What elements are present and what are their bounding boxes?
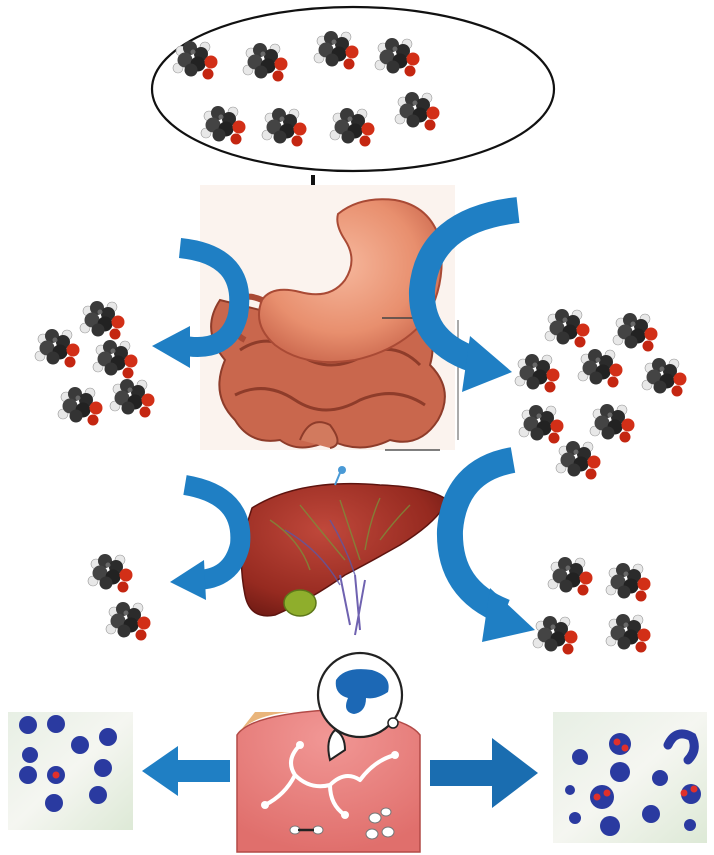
molecule-icon [80, 301, 125, 340]
left-molecule-pair [88, 554, 151, 641]
molecule-icon [606, 614, 651, 653]
molecule-icon [545, 309, 590, 348]
curved-arrow-icon [450, 460, 535, 642]
molecule-icon [88, 554, 133, 593]
molecule-icon [556, 441, 601, 480]
molecule-icon [578, 349, 623, 388]
cell-icon [237, 653, 420, 852]
right-outcome-panel [553, 712, 707, 843]
molecule-icon [515, 354, 560, 393]
left-outcome-panel [8, 712, 133, 830]
molecule-icon [35, 329, 80, 368]
molecule-icon [606, 563, 651, 602]
molecule-icon [519, 405, 564, 444]
right-molecule-cluster [515, 309, 687, 480]
molecule-icon [106, 602, 151, 641]
molecule-container-ellipse [152, 7, 554, 171]
ingested-molecules-group [152, 7, 554, 171]
molecule-icon [590, 404, 635, 443]
molecule-icon [110, 379, 155, 418]
molecule-icon [93, 340, 138, 379]
molecule-icon [548, 557, 593, 596]
liver-icon [242, 466, 448, 635]
right-molecule-group [533, 557, 651, 655]
straight-arrow-icon [430, 738, 538, 808]
straight-arrow-icon [142, 746, 230, 796]
molecule-icon [613, 313, 658, 352]
curved-arrow-icon [170, 485, 240, 600]
molecule-icon [58, 387, 103, 426]
left-molecule-cluster [35, 301, 155, 426]
molecule-icon [533, 616, 578, 655]
gallbladder [284, 590, 316, 616]
molecule-icon [642, 358, 687, 397]
